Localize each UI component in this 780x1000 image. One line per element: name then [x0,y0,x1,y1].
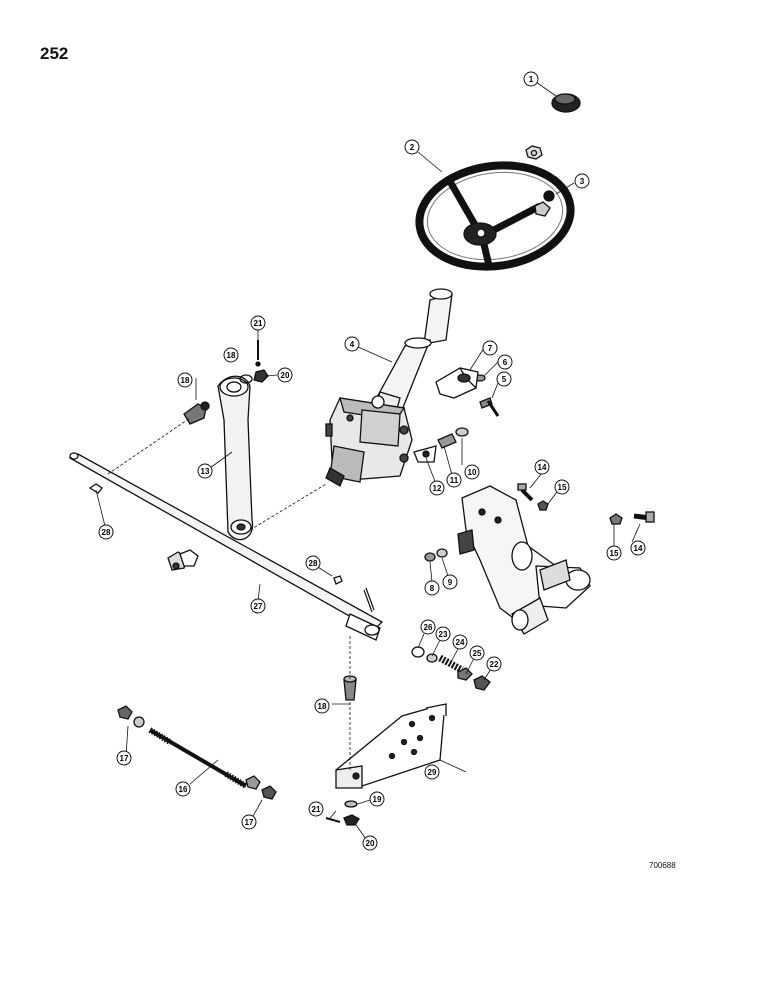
callout-28-left-label: 28 [102,528,111,537]
part-bolts-14-15 [424,483,655,562]
part-bolt-5 [479,397,500,417]
part-cotter-pin [363,587,375,613]
part-steering-wheel [415,161,575,271]
callout-12: 12 [429,480,445,496]
callout-13-label: 13 [201,467,210,476]
part-steering-arm [335,703,447,789]
callout-20-upper-label: 20 [281,371,290,380]
callout-11: 11 [446,472,462,488]
callout-24-label: 24 [456,638,465,647]
callout-15-upper: 15 [554,479,570,495]
callout-15-right: 15 [606,545,622,561]
callout-18-lower-label: 18 [318,702,327,711]
callout-8-label: 8 [430,584,435,593]
callout-19-label: 19 [373,795,382,804]
callout-11-label: 11 [450,476,459,485]
callout-28-left: 28 [98,524,114,540]
callout-27: 27 [250,598,266,614]
callout-19: 19 [369,791,385,807]
callout-29: 29 [424,764,440,780]
callout-18-mid: 18 [223,347,239,363]
callout-25: 25 [469,645,485,661]
callout-14-right-label: 14 [634,544,643,553]
callout-12-label: 12 [433,484,442,493]
callout-26-label: 26 [424,623,433,632]
callout-17-left-label: 17 [120,754,129,763]
callout-18-mid-label: 18 [227,351,236,360]
callout-18-upper-label: 18 [181,376,190,385]
callout-26: 26 [420,619,436,635]
part-10-11-12 [413,427,469,463]
callout-10: 10 [464,464,480,480]
callout-20-lower: 20 [362,835,378,851]
part-drag-link [68,452,384,641]
callout-21-upper-label: 21 [254,319,263,328]
part-ball-stud-lower [343,675,357,701]
part-pitman-arm [217,375,254,541]
part-steering-gearbox [325,395,413,487]
callout-7: 7 [482,340,498,356]
part-end-fittings [411,646,491,691]
callout-1: 1 [523,71,539,87]
callout-16: 16 [175,781,191,797]
callout-22: 22 [486,656,502,672]
callout-17-right-label: 17 [245,818,254,827]
callout-17-right: 17 [241,814,257,830]
callout-14-right: 14 [630,540,646,556]
callout-23-label: 23 [439,630,448,639]
callout-25-label: 25 [473,649,482,658]
callout-21-lower: 21 [308,801,324,817]
callout-6-label: 6 [503,358,508,367]
leader-lines [95,81,641,843]
part-clamp-7 [435,367,479,399]
part-clip-28 [333,575,343,585]
callout-20-lower-label: 20 [366,839,375,848]
callout-18-upper: 18 [177,372,193,388]
callout-23: 23 [435,626,451,642]
part-nut-washer-lower [325,800,360,826]
callout-14-upper-label: 14 [538,463,547,472]
callout-21-lower-label: 21 [312,805,321,814]
callout-3-label: 3 [580,177,585,186]
callout-7-label: 7 [488,344,493,353]
callout-15-upper-label: 15 [558,483,567,492]
callout-28-mid: 28 [305,555,321,571]
callout-6: 6 [497,354,513,370]
callout-3: 3 [574,173,590,189]
page-number: 252 [40,44,69,63]
part-wheel-nut [525,145,543,160]
callout-27-label: 27 [254,602,263,611]
callout-28-mid-label: 28 [309,559,318,568]
callout-22-label: 22 [490,660,499,669]
callout-5-label: 5 [502,375,507,384]
part-tie-rod [117,705,277,800]
callout-17-left: 17 [116,750,132,766]
callout-10-label: 10 [468,468,477,477]
callout-1-label: 1 [529,75,534,84]
callout-20-upper: 20 [277,367,293,383]
callout-2: 2 [404,139,420,155]
part-bracket-assembly [457,485,591,635]
callout-2-label: 2 [410,143,415,152]
part-nut-washer-top [239,340,269,384]
callout-9: 9 [442,574,458,590]
callout-9-label: 9 [448,578,453,587]
drawing-code: 700688 [649,861,676,870]
part-ball-stud-upper [183,401,210,425]
callout-8: 8 [424,580,440,596]
callout-4: 4 [344,336,360,352]
callout-15-right-label: 15 [610,549,619,558]
callout-16-label: 16 [179,785,188,794]
callout-4-label: 4 [350,340,355,349]
callout-21-upper: 21 [250,315,266,331]
callout-29-label: 29 [428,768,437,777]
callout-5: 5 [496,371,512,387]
callout-13: 13 [197,463,213,479]
callout-14-upper: 14 [534,459,550,475]
callout-24: 24 [452,634,468,650]
callout-18-lower: 18 [314,698,330,714]
part-cap [551,93,581,113]
